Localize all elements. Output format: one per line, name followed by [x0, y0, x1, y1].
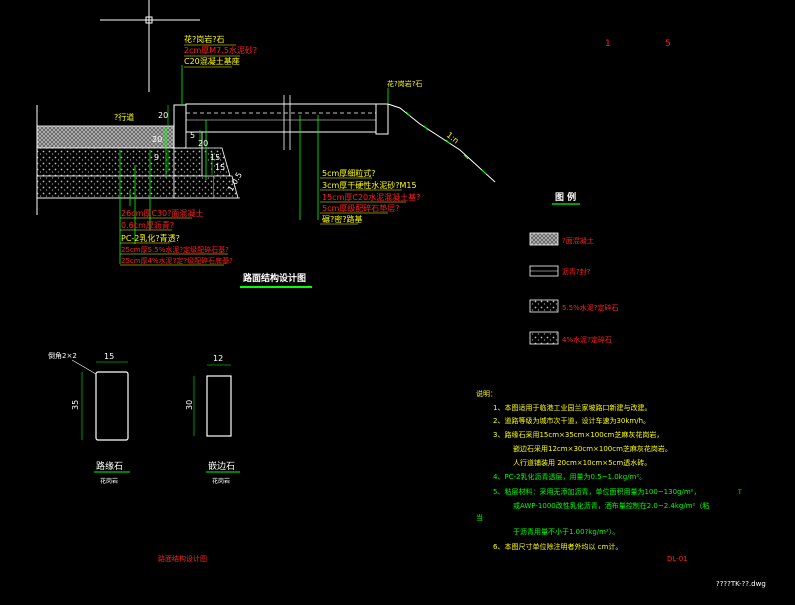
- legend-item-3: 5.5%水泥?定碎石: [562, 303, 619, 312]
- curb-chamfer: 倒角2×2: [48, 351, 77, 360]
- dim-15b: 15: [215, 163, 225, 172]
- note-3b: 嵌边石采用12cm×30cm×100cm芝麻灰花岗岩。: [513, 444, 672, 453]
- note-6: 6、本图尺寸单位除注明者外均以 cm计。: [493, 542, 622, 551]
- legend-item-4: 4%水泥?定碎石: [562, 335, 612, 344]
- dim-20c: 20: [198, 139, 208, 148]
- label-top-3: C20混凝土基座: [184, 56, 240, 66]
- design-notes: 说明： 1、本图适用于临港工业园兰家坡路口新建与改建。 2、道路等级为城市次干道…: [476, 389, 742, 563]
- curb-stone-detail: 倒角2×2 15 35 路缘石 花岗岩: [48, 351, 130, 485]
- legend-item-1: ?面混凝土: [562, 236, 594, 245]
- legend-title: 图 例: [555, 191, 576, 203]
- pavement-section: 20 20 9 5 20 15 15 1:0.5 花?岗岩?石 2cm厚M7.5…: [36, 34, 496, 266]
- main-title: 路面结构设计图: [243, 272, 306, 284]
- callout-left-3: PC-2乳化?青透?: [121, 233, 180, 243]
- callout-right-2: 3cm厚干硬性水泥砂?M15: [322, 180, 417, 190]
- callout-left-5: 25cm厚4%水泥?定?级配碎石底基?: [121, 256, 233, 265]
- callout-right-1: 5cm厚细粒式?: [322, 168, 376, 178]
- note-3: 3、路缘石采用15cm×35cm×100cm芝麻灰花岗岩，: [493, 430, 663, 439]
- page-total: 5: [665, 39, 671, 49]
- dim-9: 9: [154, 153, 159, 162]
- note-5c: 当: [476, 513, 483, 522]
- bottom-title: 路面结构设计图: [158, 554, 207, 563]
- curb-name: 路缘石: [96, 460, 123, 472]
- label-sidewalk: ?行道: [114, 112, 134, 122]
- edge-stone-detail: 12 30 嵌边石 花岗岩: [185, 354, 240, 485]
- edge-name: 嵌边石: [208, 461, 235, 472]
- edge-material: 花岗岩: [212, 477, 230, 485]
- note-2: 2、道路等级为城市次干道，设计车速为30km/h。: [493, 416, 650, 425]
- callout-right-5: 碾?密?路基: [322, 214, 363, 224]
- dim-5: 5: [190, 131, 195, 140]
- note-5d: 于沥青用量不小于1.00?kg/m²）。: [513, 527, 619, 536]
- note-5-tail: T: [737, 489, 742, 496]
- legend-swatch-gravel55: [529, 299, 559, 313]
- curb-width: 15: [104, 352, 114, 361]
- callout-right-4: 5cm厚级配碎石垫层?: [322, 203, 400, 213]
- note-4: 4、PC-2乳化沥青透层，用量为0.5~1.0kg/m²。: [493, 472, 646, 481]
- dim-15: 15: [210, 153, 220, 162]
- note-3c: 人行道铺装用 20cm×10cm×5cm透水砖。: [513, 458, 651, 467]
- label-right-top: 花?岗岩?石: [387, 79, 422, 88]
- label-slope: 1:n: [445, 130, 461, 145]
- callout-left-2: 0.6cm厚沥青?: [121, 220, 174, 230]
- callout-left-4: 25cm厚5.5%水泥?定级配碎石基?: [121, 245, 229, 254]
- crosshair-cursor-icon: [100, 0, 200, 92]
- label-top-2: 2cm厚M7.5水泥砂?: [184, 45, 257, 55]
- curb-material: 花岗岩: [100, 477, 118, 485]
- dim-20b: 20: [152, 135, 162, 144]
- label-top-1: 花?岗岩?石: [184, 34, 225, 44]
- dim-20a: 20: [158, 111, 168, 120]
- legend-swatch-gravel4: [529, 331, 559, 345]
- edge-height: 30: [185, 400, 194, 410]
- legend: 图 例 ?面混凝土 沥青?封? 5.5%水泥?定碎石 4%水泥?定碎石: [529, 191, 619, 345]
- sheet-code: DL-01: [667, 555, 688, 563]
- note-5: 5、粘层材料：采用无添加沥青，单位面积用量为100~130g/m²，: [493, 487, 700, 496]
- page-current: 1: [605, 39, 611, 49]
- edge-width: 12: [213, 354, 223, 363]
- filename: ????TK-??.dwg: [716, 580, 766, 588]
- legend-swatch-concrete: [529, 232, 559, 246]
- note-5b: 或AWP-1000改性乳化沥青，洒布量控制在2.0~2.4kg/m²（粘: [513, 501, 709, 510]
- note-1: 1、本图适用于临港工业园兰家坡路口新建与改建。: [493, 403, 651, 412]
- legend-item-2: 沥青?封?: [562, 267, 591, 276]
- curb-height: 35: [71, 400, 80, 410]
- notes-heading: 说明：: [476, 389, 497, 398]
- callout-right-3: 15cm厚C20水泥混凝土基?: [322, 192, 420, 202]
- callout-left-1: 26cm厚C30?面混凝土: [121, 208, 203, 218]
